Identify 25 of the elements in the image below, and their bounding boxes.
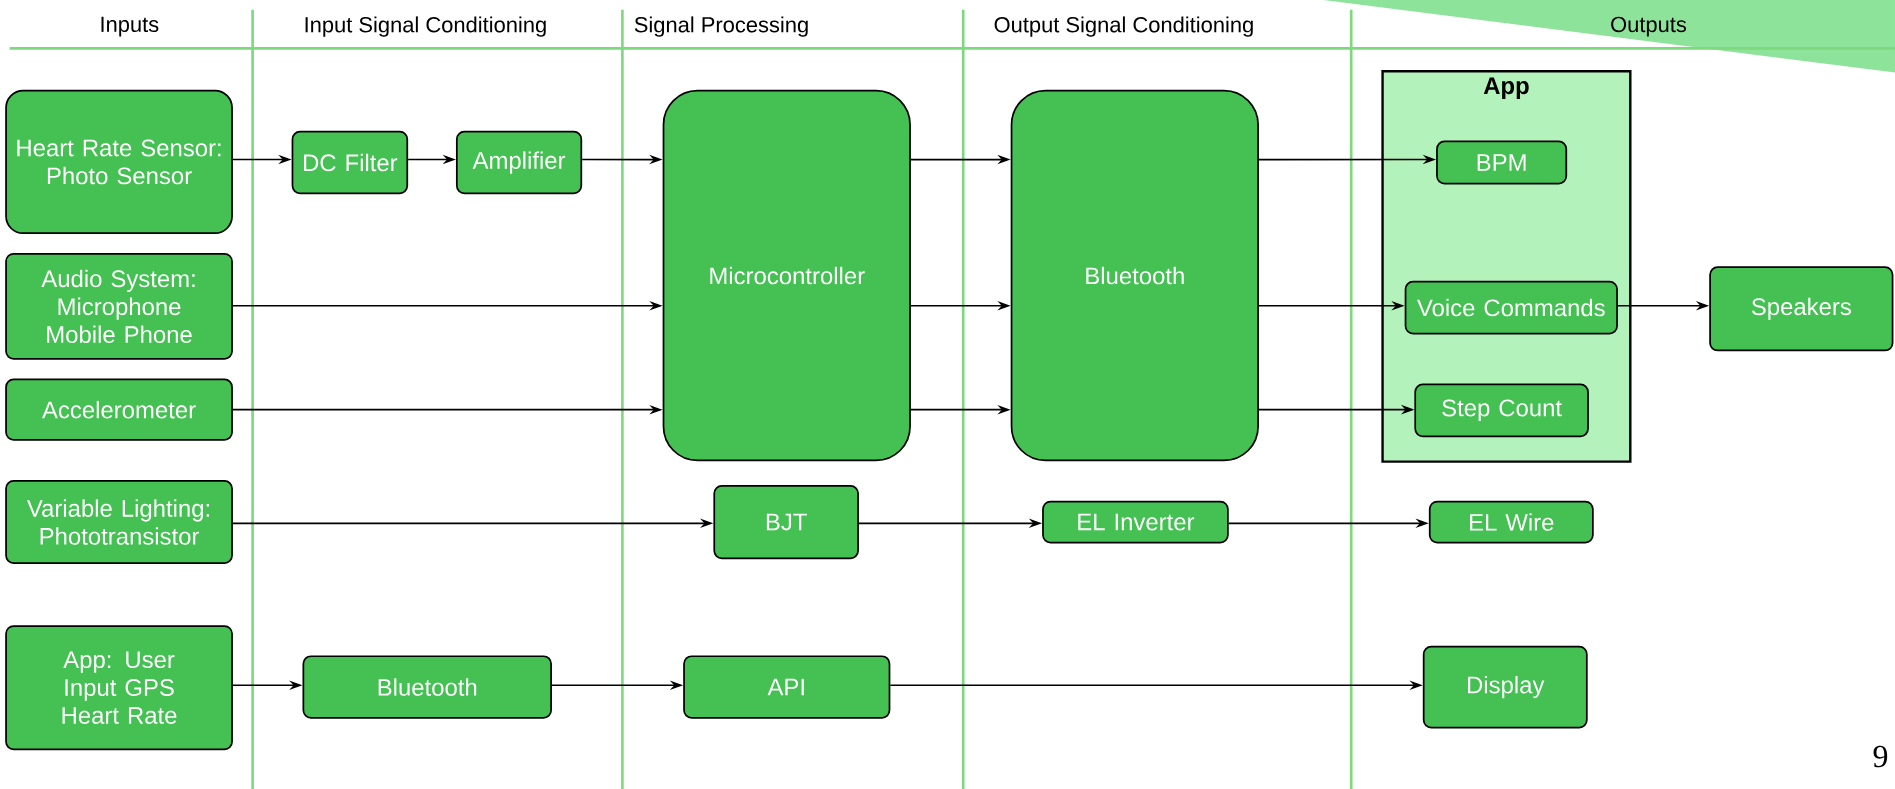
process-box: Amplifier [455, 130, 583, 195]
process-box: Speakers [1709, 266, 1894, 352]
process-box: DC Filter [291, 130, 409, 195]
column-header: Output Signal Conditioning [994, 16, 1253, 37]
process-box: Variable Lighting: Phototransistor [5, 480, 233, 564]
column-header: Outputs [1611, 16, 1687, 37]
process-box: Heart Rate Sensor: Photo Sensor [5, 89, 233, 235]
column-header: Signal Processing [634, 16, 808, 37]
process-box: Bluetooth [1010, 89, 1259, 462]
process-box: Voice Commands [1404, 280, 1618, 335]
process-box: BJT [713, 484, 859, 560]
process-box: Step Count [1414, 383, 1589, 438]
process-box: EL Inverter [1042, 500, 1229, 544]
process-box: BPM [1436, 140, 1568, 185]
column-header: Inputs [101, 16, 159, 37]
process-box: EL Wire [1428, 500, 1594, 544]
process-box: Bluetooth [302, 655, 552, 719]
column-header: Input Signal Conditioning [305, 16, 546, 37]
process-box: Microcontroller [662, 89, 911, 462]
process-box: API [683, 655, 891, 719]
process-box: Accelerometer [5, 378, 233, 441]
process-box: App: User Input GPS Heart Rate [5, 625, 233, 751]
process-box: Audio System: Microphone Mobile Phone [5, 252, 233, 360]
process-box: Display [1422, 645, 1588, 729]
page-number: 9 [1873, 745, 1888, 768]
